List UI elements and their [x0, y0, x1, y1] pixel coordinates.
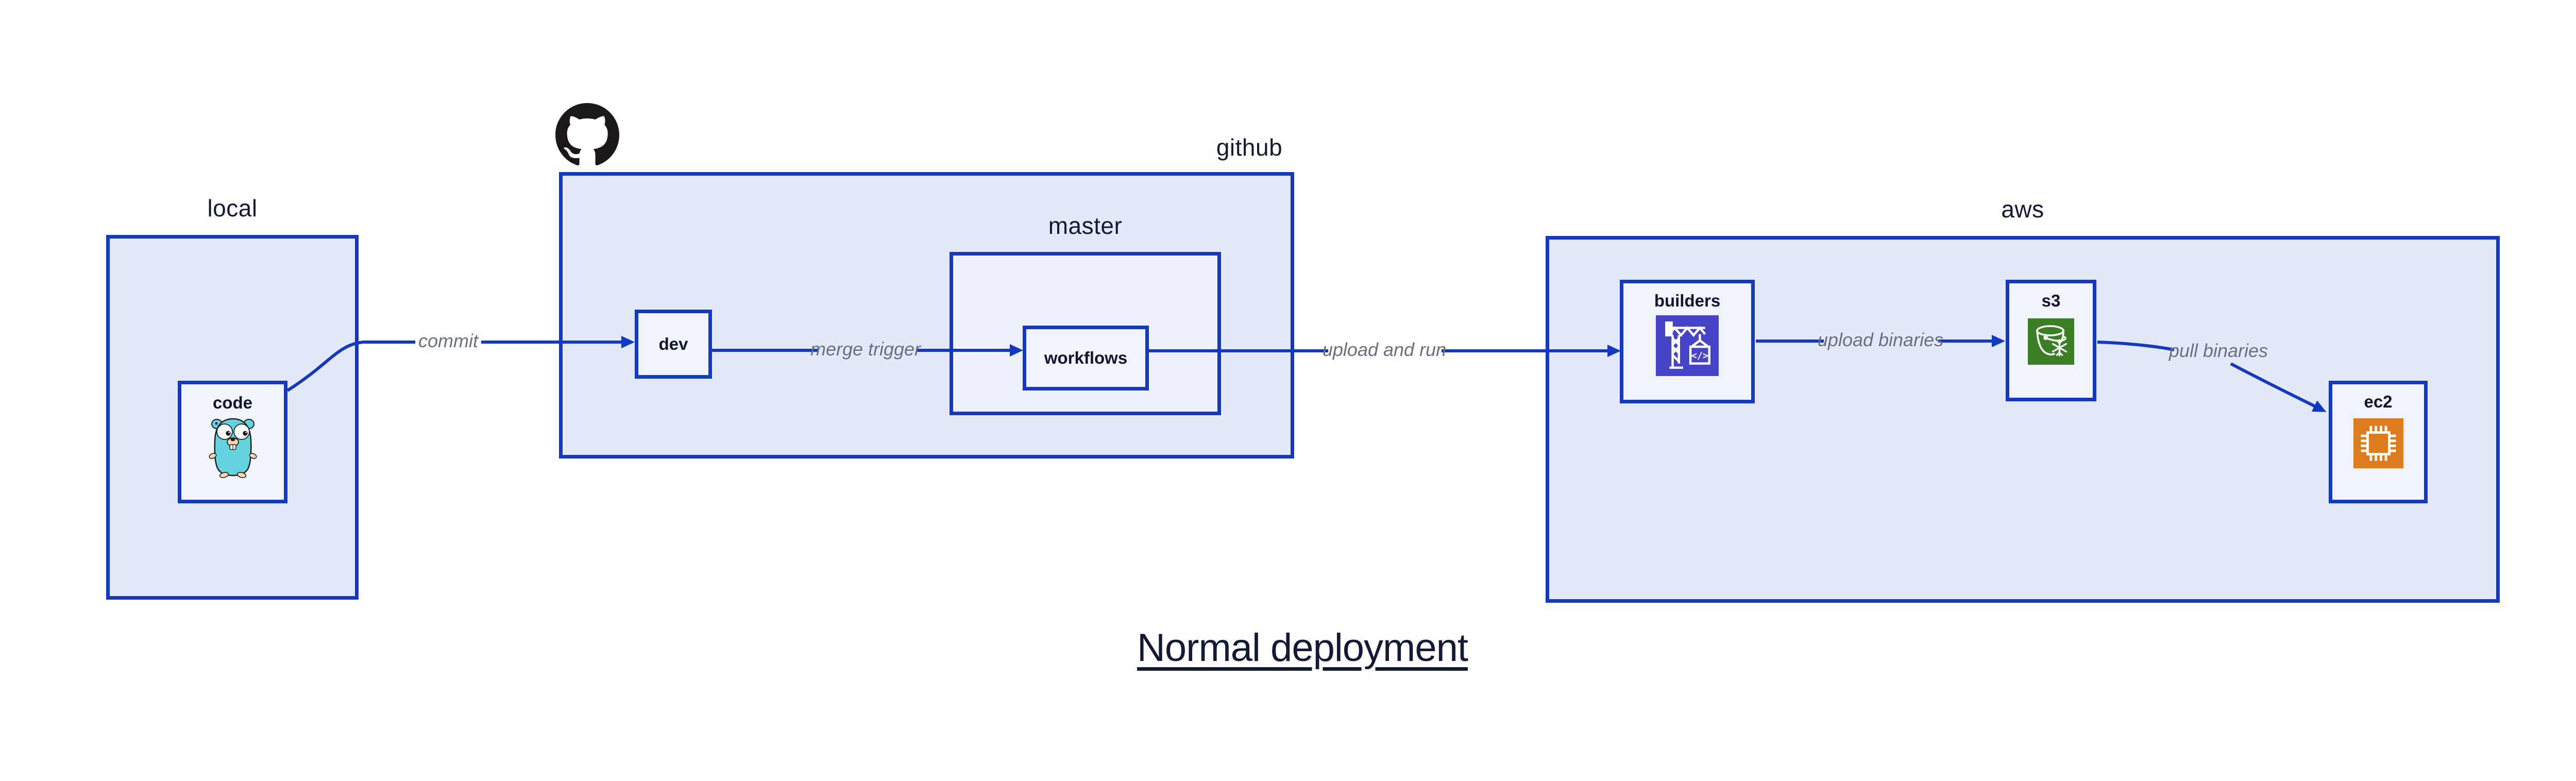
builders-node: builders </>	[1620, 280, 1755, 403]
edge-label-merge-trigger: merge trigger	[810, 338, 921, 360]
s3-glacier-bucket-icon	[2028, 318, 2074, 365]
codebuild-crane-icon: </>	[1656, 315, 1719, 376]
code-node: code	[178, 381, 287, 503]
dev-node: dev	[635, 310, 712, 379]
master-container-label: master	[1048, 212, 1123, 239]
edge-label-pull-binaries: pull binaries	[2168, 340, 2268, 361]
go-gopher-icon	[208, 418, 257, 478]
dev-node-label: dev	[658, 334, 688, 353]
ec2-node-label: ec2	[2364, 392, 2393, 411]
code-node-label: code	[212, 393, 253, 412]
github-container-label: github	[1216, 134, 1283, 161]
builders-node-label: builders	[1654, 291, 1721, 310]
workflows-node: workflows	[1023, 326, 1149, 390]
ec2-node: ec2	[2329, 381, 2428, 503]
svg-text:</>: </>	[1691, 350, 1708, 361]
s3-node: s3	[2006, 280, 2096, 401]
diagram-title: Normal deployment	[1137, 626, 1468, 670]
s3-node-label: s3	[2041, 291, 2061, 310]
github-octocat-icon	[555, 103, 619, 165]
edge-label-commit: commit	[418, 330, 478, 351]
ec2-chip-icon	[2353, 418, 2403, 468]
workflows-node-label: workflows	[1044, 348, 1128, 367]
edge-label-upload-and-run: upload and run	[1322, 339, 1447, 360]
aws-container-label: aws	[2001, 196, 2044, 223]
local-container-label: local	[207, 195, 258, 222]
edge-label-upload-binaries: upload binaries	[1817, 329, 1944, 350]
